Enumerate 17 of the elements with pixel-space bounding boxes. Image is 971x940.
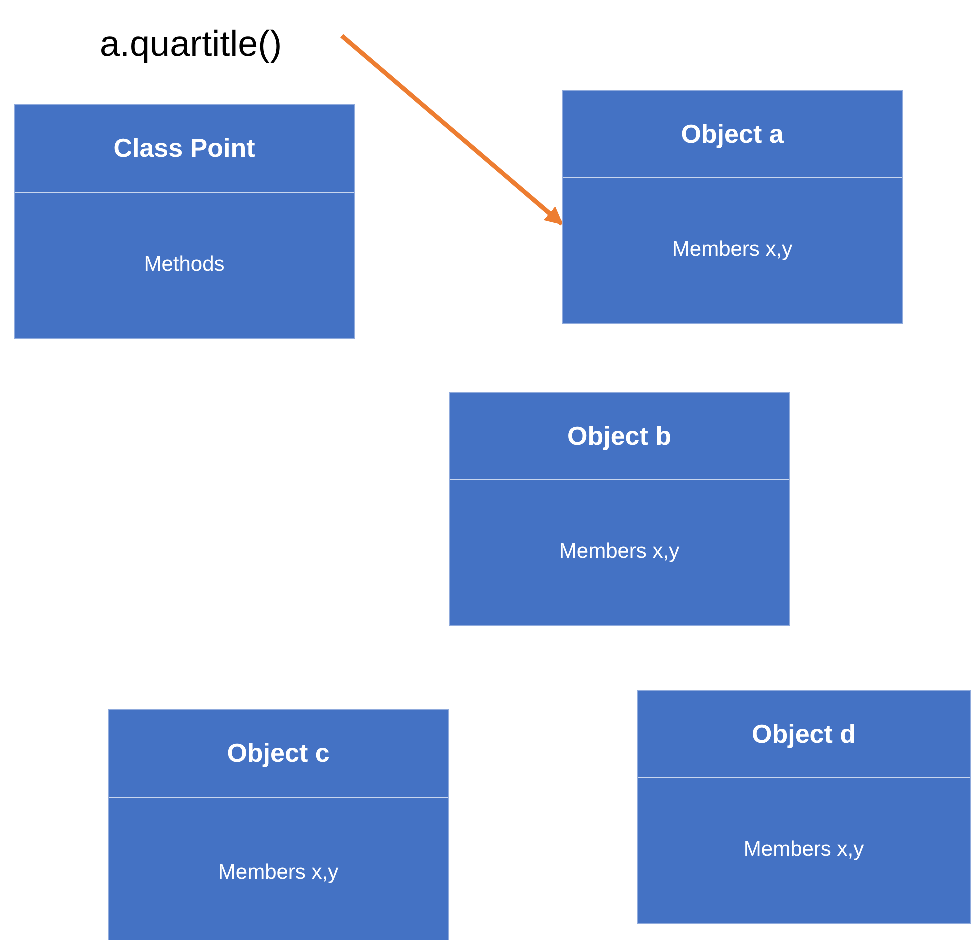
class-box (449, 392, 790, 626)
box-heading: Object a (681, 118, 784, 150)
box-heading: Class Point (114, 133, 256, 164)
box-body-text: Members x,y (559, 540, 680, 564)
arrow (340, 34, 564, 226)
box-body-text: Methods (144, 253, 225, 277)
class-box (108, 709, 449, 940)
class-box (562, 90, 903, 324)
class-box (637, 690, 971, 924)
class-box (14, 104, 355, 339)
box-body-text: Members x,y (672, 238, 793, 262)
box-body-text: Members x,y (218, 860, 339, 884)
box-body-text: Members x,y (744, 838, 864, 862)
method-call-text: a.quartitle() (100, 23, 282, 65)
box-heading: Object d (752, 718, 856, 750)
box-heading: Object b (567, 420, 672, 452)
box-heading: Object c (227, 738, 330, 769)
